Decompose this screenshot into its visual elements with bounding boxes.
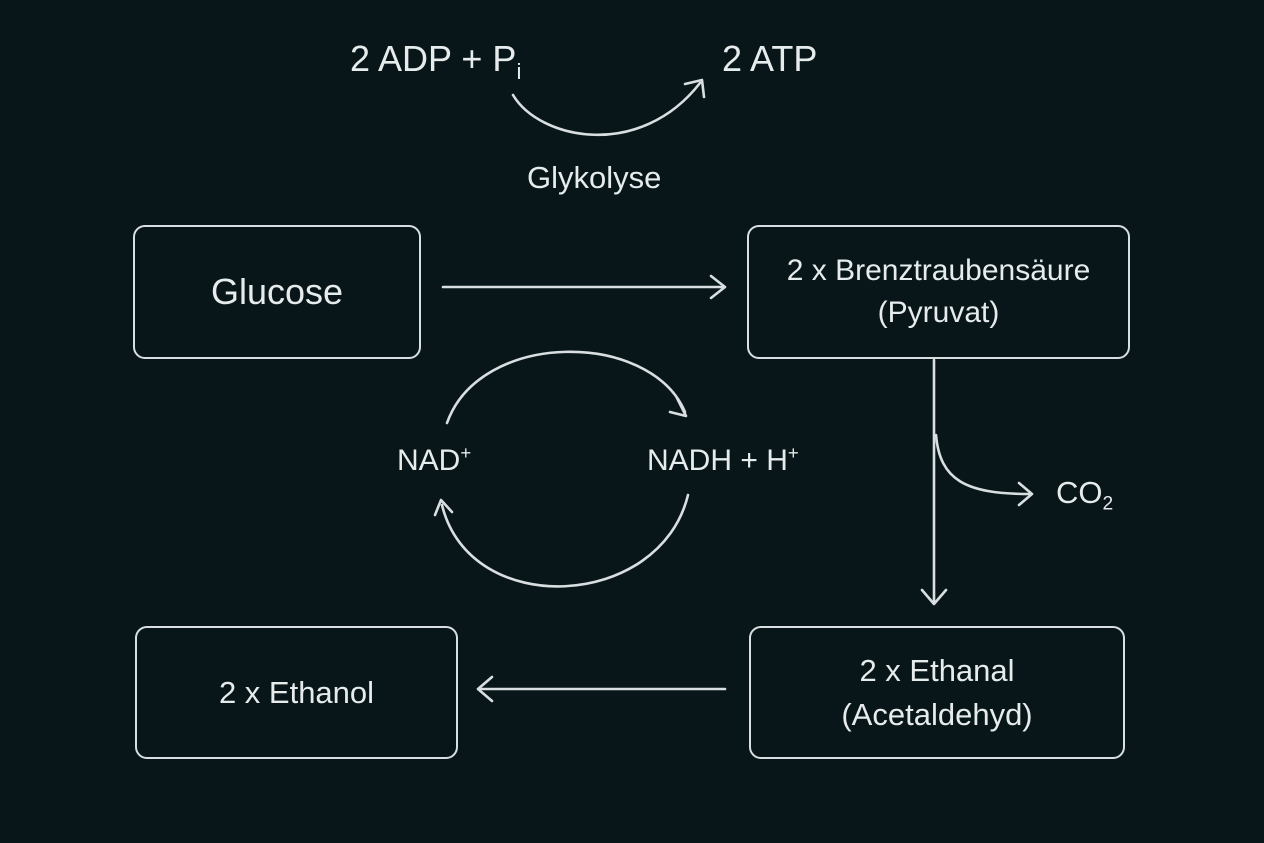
nad-cycle-top-arc xyxy=(445,350,687,425)
phosphate-subscript: i xyxy=(516,58,522,84)
nad-cycle-top-arrowhead xyxy=(668,396,688,418)
ethanal-label-line2: (Acetaldehyd) xyxy=(841,696,1033,732)
nadh-text: NADH + H xyxy=(647,444,788,478)
nad-text: NAD xyxy=(397,444,461,478)
ethanol-box: 2 x Ethanol xyxy=(135,626,458,759)
pyruvate-box: 2 x Brenztraubensäure (Pyruvat) xyxy=(747,225,1130,359)
adp-reactant-label: 2 ADP + Pi xyxy=(350,38,521,85)
co2-branch-arrow xyxy=(934,433,1032,496)
glucose-to-pyruvate-arrowhead xyxy=(709,274,727,300)
ethanal-label-line1: 2 x Ethanal xyxy=(859,653,1015,689)
nad-cycle-bottom-arrowhead xyxy=(433,498,454,517)
nad-charge: + xyxy=(460,442,472,463)
ethanal-to-ethanol-arrowhead xyxy=(476,675,494,703)
glycolysis-label: Glykolyse xyxy=(527,160,662,195)
pyruvate-label-line1: 2 x Brenztraubensäure xyxy=(786,254,1091,287)
glucose-label: Glucose xyxy=(210,270,344,312)
adp-reactant-text: 2 ADP + P xyxy=(350,38,517,79)
pyruvate-label-line2: (Pyruvat) xyxy=(877,296,1000,329)
pyruvate-to-ethanal-arrowhead xyxy=(920,588,948,606)
nadh-label: NADH + H+ xyxy=(647,442,799,478)
atp-curve-arrow xyxy=(511,81,702,137)
co2-subscript: 2 xyxy=(1102,493,1114,515)
atp-curve-arrowhead xyxy=(683,78,706,99)
ethanol-label: 2 x Ethanol xyxy=(218,674,375,710)
ethanal-box: 2 x Ethanal (Acetaldehyd) xyxy=(749,626,1125,759)
nad-label: NAD+ xyxy=(397,442,471,478)
co2-label: CO2 xyxy=(1056,475,1113,516)
atp-product-label: 2 ATP xyxy=(722,38,818,79)
glucose-box: Glucose xyxy=(133,225,421,359)
co2-text: CO xyxy=(1056,475,1103,510)
nadh-charge: + xyxy=(787,442,799,463)
co2-branch-arrowhead xyxy=(1017,481,1034,507)
nad-cycle-bottom-arc xyxy=(440,493,690,588)
